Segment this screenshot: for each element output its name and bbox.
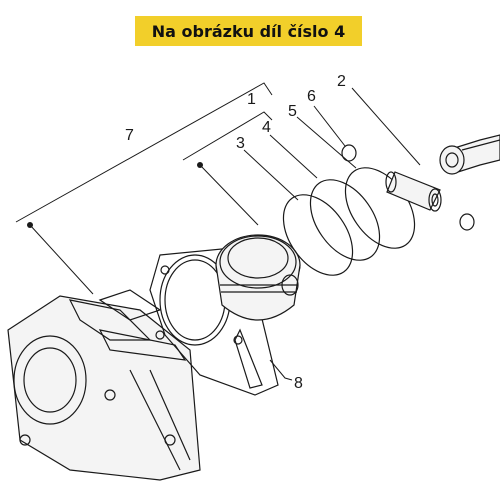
leader-1 bbox=[199, 164, 259, 226]
title-text: Na obrázku díl číslo 4 bbox=[151, 21, 346, 41]
cylinder-block-icon bbox=[7, 289, 201, 481]
leader-2 bbox=[351, 87, 421, 166]
callout-1: 1 bbox=[247, 91, 256, 108]
circlip-icon-2 bbox=[459, 213, 475, 231]
callout-4: 4 bbox=[262, 119, 271, 136]
callout-6: 6 bbox=[307, 88, 316, 105]
leader-3 bbox=[243, 149, 299, 201]
leader-7-dot bbox=[27, 222, 33, 228]
connecting-rod-icon bbox=[439, 134, 500, 175]
leader-1-dot bbox=[197, 162, 203, 168]
callout-8: 8 bbox=[294, 375, 303, 392]
title-banner: Na obrázku díl číslo 4 bbox=[135, 16, 362, 46]
leader-4 bbox=[269, 134, 318, 179]
callout-5: 5 bbox=[288, 103, 297, 120]
bracket-7 bbox=[15, 82, 273, 223]
leader-8 bbox=[269, 359, 293, 381]
leader-5 bbox=[296, 116, 357, 169]
piston-pin-icon bbox=[385, 171, 442, 212]
piston-icon bbox=[215, 234, 301, 321]
leader-7 bbox=[29, 224, 94, 295]
leader-6 bbox=[313, 105, 346, 147]
bracket-1 bbox=[182, 111, 273, 161]
callout-2: 2 bbox=[337, 73, 346, 90]
circlip-icon bbox=[341, 144, 357, 162]
callout-3: 3 bbox=[236, 135, 245, 152]
callout-7: 7 bbox=[125, 127, 134, 144]
